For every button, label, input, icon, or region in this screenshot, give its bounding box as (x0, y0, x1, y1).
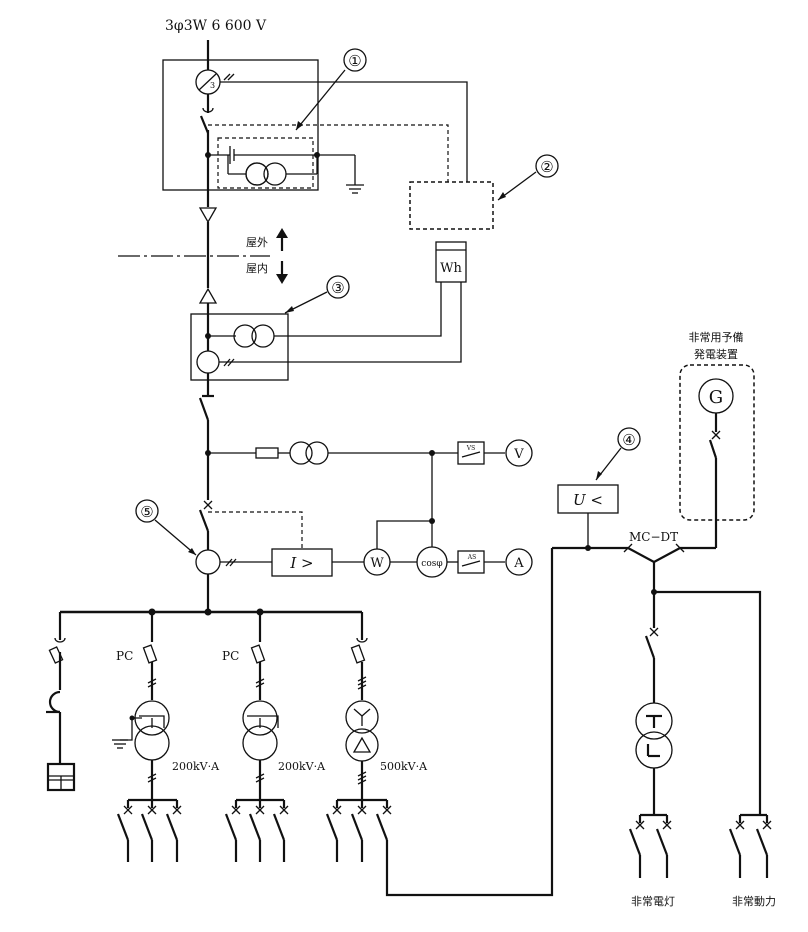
emergency-breaker (628, 815, 645, 878)
voltmeter: V (505, 439, 533, 467)
lv-breaker (375, 800, 392, 841)
zct-top: 3 (195, 69, 235, 95)
zct-ratio: 3 (210, 81, 215, 90)
svg-text:②: ② (540, 158, 553, 176)
transformer-feeder-1: PC 200kV·A (112, 612, 220, 800)
emergency-power-label: 非常動力 (732, 894, 776, 908)
generator: G (698, 378, 734, 414)
callout-3: ③ (284, 275, 350, 314)
svg-text:U <: U < (573, 491, 603, 509)
wattmeter: W (363, 548, 391, 576)
generator-title-1: 非常用予備 (689, 331, 744, 344)
svg-text:I >: I > (289, 554, 313, 572)
supply-label: 3φ3W 6 600 V (165, 18, 267, 34)
box-3 (190, 313, 289, 381)
outdoor-terminal (198, 207, 218, 224)
pc-label-1: PC (116, 649, 133, 663)
outdoor-label: 屋外 (246, 236, 268, 249)
rating-label-2: 200kV·A (278, 760, 326, 773)
voltmeter-switch: VS (457, 441, 485, 465)
lv-breakers (116, 800, 392, 862)
indoor-terminal (198, 287, 218, 304)
generator-title-2: 発電装置 (694, 347, 738, 361)
watt-hour-meter: Wh (435, 241, 467, 283)
svg-text:V: V (513, 447, 524, 462)
svg-text:AS: AS (467, 554, 476, 561)
overcurrent-relay: I > (271, 548, 333, 577)
callout-1-box (217, 137, 314, 189)
lv-breaker (248, 800, 265, 862)
lv-breaker (140, 800, 157, 862)
svg-text:W: W (370, 556, 384, 571)
svg-text:Wh: Wh (440, 261, 462, 276)
lv-breaker (165, 800, 182, 862)
ammeter-switch: AS (457, 550, 485, 574)
lv-breaker (224, 800, 241, 862)
svg-text:G: G (709, 387, 723, 408)
callout-1: ① (295, 48, 367, 131)
svg-text:VS: VS (466, 445, 475, 452)
emergency-breaker (655, 815, 672, 878)
svg-text:③: ③ (331, 279, 344, 297)
lv-breaker (272, 800, 289, 862)
lv-breaker (325, 800, 342, 862)
emergency-lighting-transformer (635, 627, 673, 815)
svg-text:④: ④ (622, 431, 635, 449)
lv-breaker (116, 800, 133, 862)
capacitor-feeder (46, 612, 76, 792)
lv-breaker (350, 800, 367, 862)
power-factor-meter: cosφ (416, 546, 448, 578)
rating-label-1: 200kV·A (172, 760, 220, 773)
svg-text:①: ① (348, 52, 361, 70)
callout-2: ② (497, 154, 559, 201)
transfer-switch-label: MC−DT (629, 530, 678, 544)
callout-5: ⑤ (135, 499, 197, 556)
indoor-label: 屋内 (246, 261, 268, 275)
ammeter: A (505, 548, 533, 576)
emergency-breakers (628, 815, 772, 878)
svg-text:⑤: ⑤ (140, 503, 153, 521)
main-vcb (198, 500, 213, 532)
relay-box-2 (409, 181, 494, 230)
svg-text:A: A (513, 556, 524, 571)
svg-text:cosφ: cosφ (421, 559, 442, 569)
pc-label-2: PC (222, 649, 239, 663)
service-entrance-box (162, 59, 319, 191)
callout-4: ④ (595, 427, 641, 481)
emergency-breaker (728, 815, 745, 878)
rating-label-3: 500kV·A (380, 760, 428, 773)
transformer-feeder-2: PC 200kV·A (222, 612, 326, 800)
transformer-feeder-3: 500kV·A (345, 612, 428, 800)
emergency-lighting-label: 非常電灯 (631, 895, 675, 908)
undervoltage-relay: U < (557, 484, 619, 514)
emergency-breaker (755, 815, 772, 878)
